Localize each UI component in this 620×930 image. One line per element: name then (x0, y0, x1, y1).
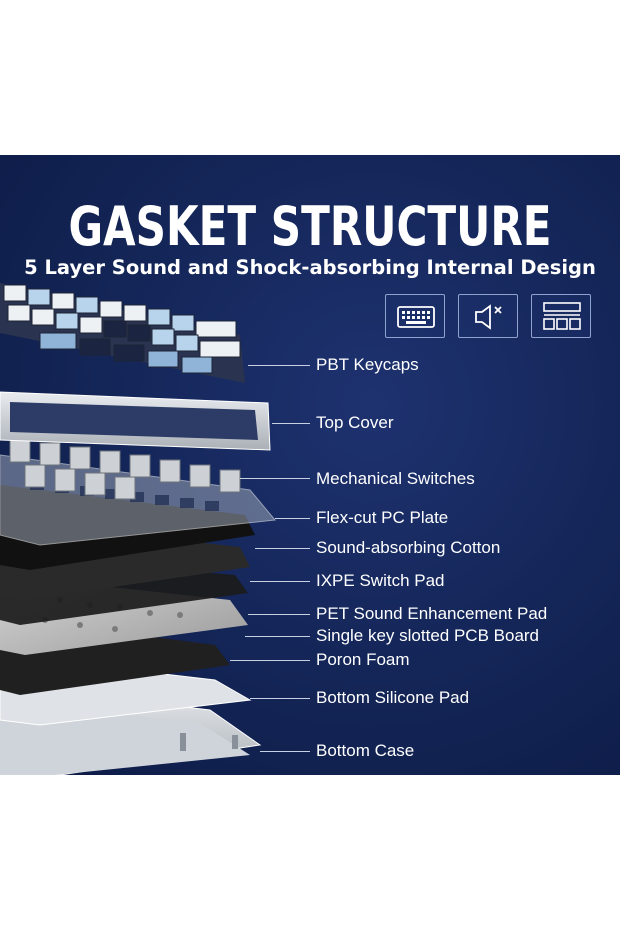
layer-label-mechanical-switches: Mechanical Switches (316, 469, 475, 488)
leader-line (275, 518, 310, 519)
layers-structure-icon (531, 294, 591, 338)
banner-subtitle: 5 Layer Sound and Shock-absorbing Intern… (24, 256, 596, 279)
layer-label-sound-cotton: Sound-absorbing Cotton (316, 538, 501, 557)
leader-line (260, 751, 310, 752)
feature-icons (385, 294, 595, 340)
banner-title: GASKET STRUCTURE (68, 195, 552, 258)
layer-label-pcb-board: Single key slotted PCB Board (316, 626, 540, 645)
layer-keycaps (0, 283, 245, 383)
layer-label-pc-plate: Flex-cut PC Plate (316, 508, 449, 527)
layer-label-poron-foam: Poron Foam (316, 650, 410, 669)
keyboard-icon (385, 294, 445, 338)
leader-line (272, 423, 310, 424)
leader-line (230, 660, 310, 661)
product-banner: GASKET STRUCTURE 5 Layer Sound and Shock… (0, 155, 620, 775)
leader-line (250, 581, 310, 582)
layer-label-top-cover: Top Cover (316, 413, 394, 432)
keyboard-exploded-view (0, 283, 276, 775)
layer-label-bottom-case: Bottom Case (316, 741, 415, 760)
leader-line (248, 365, 310, 366)
layer-label-pbt-keycaps: PBT Keycaps (316, 355, 419, 374)
layer-label-pet-pad: PET Sound Enhancement Pad (316, 604, 548, 623)
leader-line (250, 698, 310, 699)
speaker-mute-icon (458, 294, 518, 338)
leader-line (248, 614, 310, 615)
layer-label-ixpe-pad: IXPE Switch Pad (316, 571, 445, 590)
leader-line (240, 478, 310, 479)
leader-line (245, 636, 310, 637)
leader-line (255, 548, 310, 549)
layer-top-cover (0, 391, 271, 451)
layer-label-bottom-silicone-pad: Bottom Silicone Pad (316, 688, 470, 707)
